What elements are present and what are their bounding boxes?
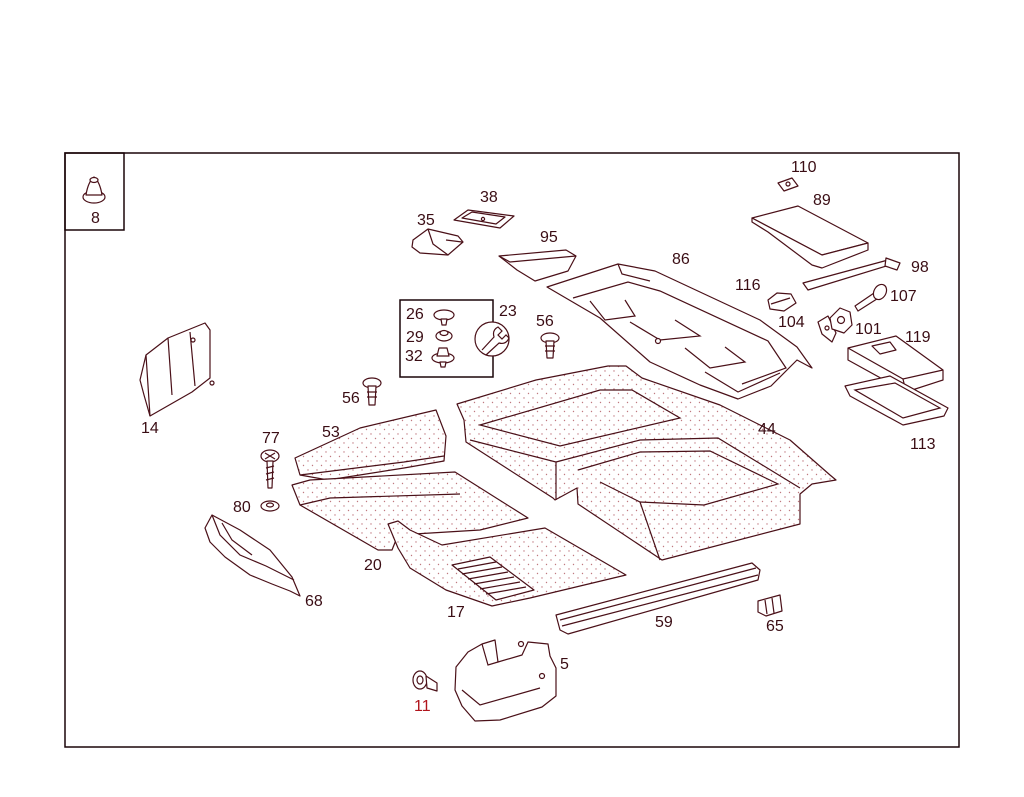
part-labels: 8 110 89 38 35 95 86 98 116 107 104 101 …: [91, 159, 936, 715]
part-56-clip-lower[interactable]: [362, 377, 382, 406]
part-68-trim[interactable]: [204, 514, 301, 597]
label-14: 14: [141, 420, 159, 437]
label-59: 59: [655, 614, 673, 631]
label-104: 104: [778, 314, 805, 331]
label-35: 35: [417, 212, 435, 229]
label-11: 11: [414, 698, 431, 715]
label-56-lower: 56: [342, 390, 360, 407]
label-86: 86: [672, 251, 690, 268]
label-32: 32: [405, 348, 423, 365]
label-5: 5: [560, 656, 569, 673]
part-35-cover[interactable]: [411, 228, 464, 256]
part-53-mat[interactable]: [294, 409, 447, 481]
label-26: 26: [406, 306, 424, 323]
part-17-front-mat[interactable]: [387, 520, 627, 607]
part-59-sill-strip[interactable]: [555, 562, 761, 635]
part-11-fastener[interactable]: [412, 670, 438, 692]
part-113-tray[interactable]: [844, 375, 949, 426]
part-32-rivet[interactable]: [431, 347, 455, 368]
label-65: 65: [766, 618, 784, 635]
part-14-side-panel[interactable]: [139, 322, 215, 417]
label-29: 29: [406, 329, 424, 346]
part-89-cover-panel[interactable]: [751, 205, 869, 269]
part-95-storage-box[interactable]: [498, 249, 577, 282]
inset-box: [64, 152, 125, 231]
part-20-front-mat[interactable]: [291, 471, 529, 551]
label-95: 95: [540, 229, 558, 246]
part-110-clip[interactable]: [777, 177, 799, 192]
part-44-rear-floor-mat[interactable]: [456, 365, 837, 561]
part-86-rear-tray[interactable]: [546, 263, 813, 400]
label-77: 77: [262, 430, 280, 447]
wrench-icon: [474, 321, 510, 357]
label-119: 119: [905, 329, 931, 346]
part-8-grommet[interactable]: [82, 176, 106, 204]
label-38: 38: [480, 189, 498, 206]
label-68: 68: [305, 593, 323, 610]
label-17: 17: [447, 604, 465, 621]
part-116-bracket[interactable]: [767, 292, 797, 312]
label-98: 98: [911, 259, 929, 276]
label-8: 8: [91, 210, 100, 227]
part-65-clip[interactable]: [757, 594, 783, 617]
diagram-frame: [64, 152, 960, 748]
label-113: 113: [910, 436, 936, 453]
part-101-catch[interactable]: [829, 307, 853, 334]
part-98-strap[interactable]: [802, 257, 901, 291]
part-56-clip-upper[interactable]: [540, 332, 560, 359]
part-29-grommet[interactable]: [435, 329, 453, 342]
label-110: 110: [791, 159, 817, 176]
part-26-clip[interactable]: [433, 309, 455, 326]
label-53: 53: [322, 424, 340, 441]
label-56-upper: 56: [536, 313, 554, 330]
part-5-side-panel[interactable]: [454, 639, 557, 722]
label-101: 101: [855, 321, 882, 338]
label-80: 80: [233, 499, 251, 516]
label-116: 116: [735, 277, 761, 294]
part-80-washer[interactable]: [260, 500, 280, 512]
label-89: 89: [813, 192, 831, 209]
label-20: 20: [364, 557, 382, 574]
part-119-box[interactable]: [847, 335, 944, 393]
label-44: 44: [758, 421, 776, 438]
part-38-tray[interactable]: [453, 209, 515, 229]
label-23: 23: [499, 303, 517, 320]
part-77-screw[interactable]: [260, 449, 280, 489]
label-107: 107: [890, 288, 917, 305]
part-104-latch[interactable]: [817, 315, 837, 343]
part-107-screw[interactable]: [854, 282, 889, 312]
